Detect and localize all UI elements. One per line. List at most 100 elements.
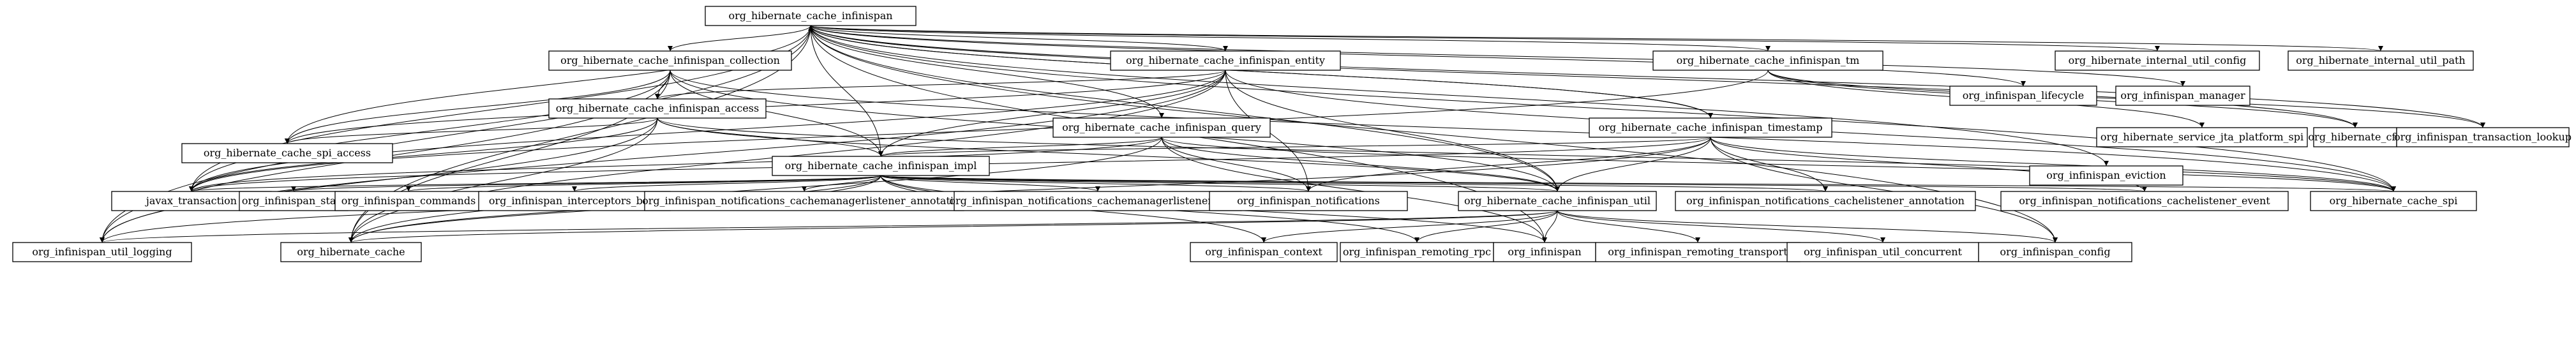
node-spi-access[interactable]: org_hibernate_cache_spi_access [181, 143, 393, 163]
node-box [478, 191, 671, 211]
edge-root-to-util [810, 25, 1560, 192]
edge-query-to-infinispan [1161, 137, 1547, 243]
edge-access-to-cache_spi [657, 117, 2396, 192]
node-manager[interactable]: org_infinispan_manager [2115, 86, 2250, 106]
node-impl[interactable]: org_hibernate_cache_infinispan_impl [772, 156, 990, 176]
node-label: org_hibernate_cache [297, 246, 405, 258]
edge-root-to-iconfig [810, 25, 2058, 243]
node-box [954, 191, 1242, 211]
edge-util-to-remoting_rpc [1414, 210, 1558, 243]
node-access[interactable]: org_hibernate_cache_infinispan_access [548, 98, 767, 119]
edge-query-to-util [1161, 137, 1560, 192]
node-cl-annotation[interactable]: org_infinispan_notifications_cachelisten… [1675, 191, 1976, 211]
node-box [1493, 242, 1596, 262]
edge-impl-to-stats [291, 175, 881, 192]
node-jta-platform[interactable]: org_hibernate_service_jta_platform_spi [2096, 127, 2308, 147]
node-box [2313, 127, 2397, 147]
node-label: org_infinispan_stats [242, 195, 345, 207]
node-util-concurrent[interactable]: org_infinispan_util_concurrent [1786, 242, 1979, 262]
node-box [1786, 242, 1979, 262]
node-label: org_infinispan_config [2000, 246, 2110, 258]
node-label: org_hibernate_cache_infinispan_tm [1677, 54, 1860, 66]
node-label: org_infinispan_notifications_cachemanage… [949, 195, 1247, 207]
node-cm-event[interactable]: org_infinispan_notifications_cachemanage… [949, 191, 1247, 211]
node-label: javax_transaction [145, 195, 237, 207]
edge-entry-to-util [1225, 70, 1560, 192]
node-cl-event[interactable]: org_infinispan_notifications_cachelisten… [2000, 191, 2289, 211]
edge-timestamp-to-cl_annotation [1710, 137, 1828, 192]
node-lifecycle[interactable]: org_infinispan_lifecycle [1949, 86, 2097, 106]
node-label: org_infinispan_util_logging [32, 246, 172, 258]
node-root[interactable]: org_hibernate_cache_infinispan [705, 6, 917, 26]
edge-collection-to-javax_tx [189, 70, 671, 192]
edge-collection-to-impl [670, 70, 883, 157]
node-box [1949, 86, 2097, 106]
node-tx-lookup[interactable]: org_infinispan_transaction_lookup [2394, 127, 2572, 147]
edge-root-to-entry [810, 25, 1228, 52]
node-label: org_infinispan_commands [341, 195, 476, 207]
node-collection[interactable]: org_hibernate_cache_infinispan_collectio… [548, 50, 792, 71]
node-label: org_infinispan_transaction_lookup [2394, 131, 2572, 143]
edge-root-to-tm [810, 25, 1771, 52]
node-label: org_infinispan [1508, 246, 1581, 258]
edge-util-to-util_concurrent [1557, 210, 1885, 243]
node-util[interactable]: org_hibernate_cache_infinispan_util [1458, 191, 1657, 211]
edge-access-to-spi_access [285, 117, 658, 144]
node-label: org_infinispan_eviction [2046, 169, 2166, 181]
node-notifications[interactable]: org_infinispan_notifications [1209, 191, 1408, 211]
edge-entry-to-javax_tx [189, 70, 1226, 192]
edge-root-to-internal_util_config [810, 25, 2160, 52]
node-commands[interactable]: org_infinispan_commands [334, 191, 483, 211]
edge-util-to-util_logging [100, 210, 1558, 243]
node-stats[interactable]: org_infinispan_stats [239, 191, 348, 211]
node-cache-spi[interactable]: org_hibernate_cache_spi [2310, 191, 2477, 211]
node-box [644, 191, 964, 211]
node-iconfig[interactable]: org_infinispan_config [1978, 242, 2132, 262]
node-remoting-transport[interactable]: org_infinispan_remoting_transport [1595, 242, 1801, 262]
node-internal-util-config[interactable]: org_hibernate_internal_util_config [2055, 50, 2260, 71]
node-label: org_hibernate_cache_infinispan_query [1062, 121, 1261, 133]
edge-root-to-impl [810, 25, 883, 157]
edge-query-to-hcache [348, 137, 1162, 243]
edge-entry-to-impl [878, 70, 1226, 157]
node-hcache[interactable]: org_hibernate_cache [280, 242, 422, 262]
node-timestamp[interactable]: org_hibernate_cache_infinispan_timestamp [1589, 117, 1832, 138]
node-context[interactable]: org_infinispan_context [1190, 242, 1338, 262]
edge-root-to-manager [810, 25, 2185, 87]
edge-timestamp-to-util [1555, 137, 1711, 192]
edge-impl-to-cm_annotation [802, 175, 881, 192]
node-label: org_infinispan_notifications [1237, 195, 1380, 207]
node-label: org_infinispan_interceptors_base [489, 195, 660, 207]
node-query[interactable]: org_hibernate_cache_infinispan_query [1052, 117, 1271, 138]
node-box [280, 242, 422, 262]
node-label: org_hibernate_cache_infinispan_timestamp [1599, 121, 1823, 133]
edge-root-to-cache_spi [810, 25, 2396, 192]
node-eviction[interactable]: org_infinispan_eviction [2029, 165, 2183, 186]
node-label: org_infinispan_lifecycle [1963, 89, 2085, 101]
node-internal-util-path[interactable]: org_hibernate_internal_util_path [2288, 50, 2474, 71]
node-infinispan[interactable]: org_infinispan [1493, 242, 1596, 262]
edge-query-to-cache_spi [1161, 137, 2396, 192]
node-remoting-rpc[interactable]: org_infinispan_remoting_rpc [1340, 242, 1494, 262]
edge-impl-to-interceptors [572, 175, 881, 192]
node-tm[interactable]: org_hibernate_cache_infinispan_tm [1652, 50, 1883, 71]
node-box [1652, 50, 1883, 71]
edge-access-to-util [657, 117, 1560, 192]
node-box [1589, 117, 1832, 138]
node-hcfg[interactable]: org_hibernate_cfg [2308, 127, 2402, 147]
node-cm-annotation[interactable]: org_infinispan_notifications_cachemanage… [642, 191, 966, 211]
node-box [772, 156, 990, 176]
node-interceptors[interactable]: org_infinispan_interceptors_base [478, 191, 671, 211]
node-box [1595, 242, 1801, 262]
edge-timestamp-to-impl [878, 137, 1711, 157]
edge-root-to-query [810, 25, 1164, 119]
edge-util-to-iconfig [1557, 210, 2058, 243]
edge-root-to-collection [668, 25, 811, 52]
node-box [548, 50, 792, 71]
edge-timestamp-to-root [808, 25, 1711, 119]
node-util-logging[interactable]: org_infinispan_util_logging [12, 242, 192, 262]
node-label: org_infinispan_notifications_cachelisten… [1686, 195, 1965, 207]
node-entry[interactable]: org_hibernate_cache_infinispan_entity [1110, 50, 1341, 71]
node-box [1190, 242, 1338, 262]
